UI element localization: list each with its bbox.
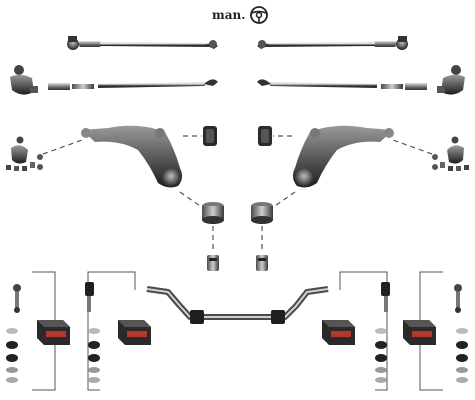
tie-rod-left-upper [67,36,218,50]
boxed-part-4 [403,320,436,345]
washer-stack-4 [456,328,468,383]
subframe-bushing-left [202,202,224,224]
connector-lines [42,135,433,252]
stabilizer-link-right [381,282,390,312]
boxed-part-3 [322,320,355,345]
header-label: man. [212,8,246,22]
steering-wheel-icon [250,6,269,24]
tie-rod-right-upper [257,36,408,50]
stabilizer-link-far-left [13,284,21,313]
arm-bushing-left [203,126,217,146]
inner-tie-rod-right [257,79,427,90]
arm-bushing-right [258,126,272,146]
washer-stack-2 [88,328,100,383]
header: man. [212,4,269,26]
stabilizer-link-far-right [454,284,462,313]
ball-joint-right-top [437,65,465,95]
boxed-part-2 [118,320,151,345]
stabilizer-link-left [85,282,94,312]
ball-joint-left-top [10,65,38,95]
stabilizer-bar [146,286,329,324]
control-arm-right [292,125,394,188]
bush-sleeve-right [256,255,268,271]
washer-stack-3 [375,328,387,383]
inner-tie-rod-left [48,79,218,90]
ball-joint-kit-right [432,136,469,171]
ball-joint-kit-left [6,136,43,171]
subframe-bushing-right [251,202,273,224]
boxed-part-1 [37,320,70,345]
bush-sleeve-left [207,255,219,271]
washer-stack-1 [6,328,18,383]
control-arm-left [81,125,183,188]
